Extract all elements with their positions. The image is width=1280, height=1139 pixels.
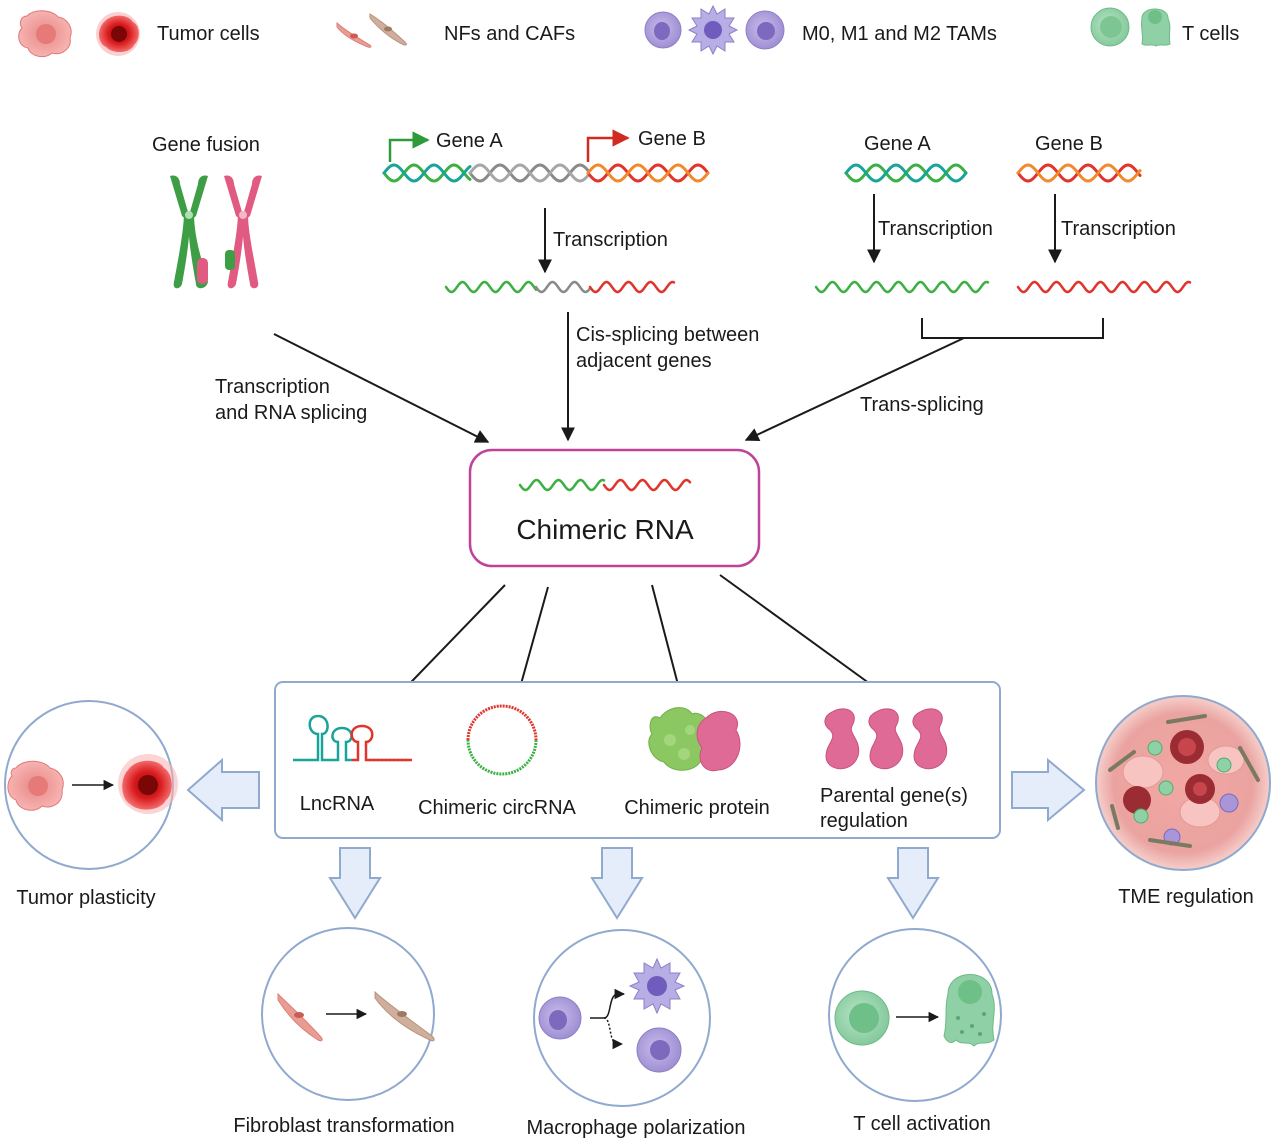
product-parental-label-2: regulation [820, 810, 908, 832]
arrow-to-protein [651, 584, 686, 702]
trans-gene-b-rna [1016, 280, 1192, 294]
trans-a-transcription-label: Transcription [878, 218, 993, 240]
legend-tams-label: M0, M1 and M2 TAMs [802, 23, 997, 45]
chimeric-rna-strand [518, 478, 692, 492]
block-arrow-right [1011, 757, 1086, 823]
product-protein-label: Chimeric protein [624, 797, 770, 819]
tcell-activation-icon [834, 974, 995, 1047]
cis-gene-b-promoter-arrow [586, 129, 630, 162]
legend-fibroblast-label: NFs and CAFs [444, 23, 575, 45]
cis-path-label-2: adjacent genes [576, 350, 712, 372]
tcell-circle [828, 928, 1002, 1102]
macrophage-icon [644, 4, 785, 56]
cis-gene-a-promoter-arrow [388, 131, 430, 162]
tumor-transition-icon [7, 754, 178, 814]
fibroblast-label: Fibroblast transformation [233, 1115, 454, 1137]
arrow-to-parental [719, 574, 886, 695]
product-circrna-label: Chimeric circRNA [418, 797, 576, 819]
tme-regulation-label: TME regulation [1118, 886, 1254, 908]
block-arrow-down-macrophage [590, 847, 644, 920]
products-panel [274, 681, 1001, 839]
legend: Tumor cells NFs and CAFs M0, M1 and M2 T… [18, 4, 1239, 58]
fusion-path-label-2: and RNA splicing [215, 402, 367, 424]
cis-gene-a-label: Gene A [436, 130, 503, 152]
macrophage-label: Macrophage polarization [526, 1117, 745, 1139]
macrophage-polarization-icon [538, 957, 686, 1073]
tme-circle [1095, 695, 1271, 871]
block-arrow-down-tcell [886, 847, 940, 920]
fibroblast-icon [336, 13, 407, 48]
chimeric-protein-icon [648, 707, 741, 772]
cis-transcription-label: Transcription [553, 229, 668, 251]
cis-gene-b-label: Gene B [638, 128, 706, 150]
lncrna-icon [293, 714, 412, 762]
tme-cells-icon [1108, 714, 1260, 848]
trans-gene-a-rna [814, 280, 990, 294]
product-lncrna-label: LncRNA [300, 793, 375, 815]
trans-gene-b-label: Gene B [1035, 133, 1103, 155]
tumor-cell-icon [18, 10, 140, 58]
trans-b-transcription-label: Transcription [1061, 218, 1176, 240]
parental-gene-icon [824, 708, 948, 770]
trans-gene-a-dna [844, 163, 968, 183]
cis-dna-helix [382, 163, 710, 183]
block-arrow-down-fibroblast [328, 847, 382, 920]
trans-path-label: Trans-splicing [860, 394, 984, 416]
tumor-plasticity-label: Tumor plasticity [16, 887, 155, 909]
fusion-path-label-1: Transcription [215, 376, 330, 398]
trans-bracket [921, 318, 1104, 339]
block-arrow-left [186, 757, 260, 823]
legend-tumor-label: Tumor cells [157, 23, 260, 45]
chromosome-icon [170, 175, 262, 289]
t-cell-icon [1090, 7, 1171, 47]
cis-rna-strand [444, 280, 676, 294]
trans-splicing-arrow [744, 337, 965, 442]
gene-fusion-label: Gene fusion [152, 134, 260, 156]
cis-path-label-1: Cis-splicing between [576, 324, 759, 346]
chimeric-rna-box [468, 448, 761, 568]
product-parental-label-1: Parental gene(s) [820, 785, 968, 807]
legend-tcell-label: T cells [1182, 23, 1239, 45]
fusion-path-arrow [273, 333, 490, 443]
fibroblast-transformation-icon [277, 990, 435, 1042]
trans-gene-b-dna [1016, 163, 1142, 183]
tcell-label: T cell activation [853, 1113, 990, 1135]
trans-gene-a-label: Gene A [864, 133, 931, 155]
chimeric-rna-title: Chimeric RNA [516, 514, 694, 545]
